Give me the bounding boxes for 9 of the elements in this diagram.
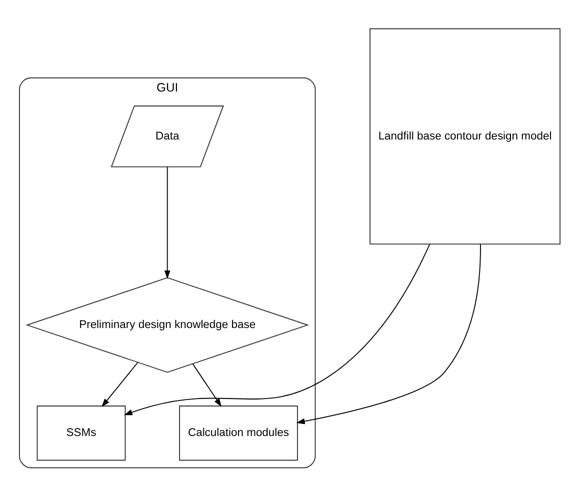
arrow	[124, 244, 430, 416]
arrow	[192, 364, 222, 407]
arrow	[296, 244, 481, 424]
arrow	[102, 362, 138, 408]
node-diamond: Preliminary design knowledge base	[26, 277, 310, 373]
arrow	[164, 166, 170, 279]
node-box: Landfill base contour design model	[370, 28, 560, 245]
node-box: SSMs	[36, 406, 126, 461]
node-box: Calculation modules	[179, 406, 298, 461]
